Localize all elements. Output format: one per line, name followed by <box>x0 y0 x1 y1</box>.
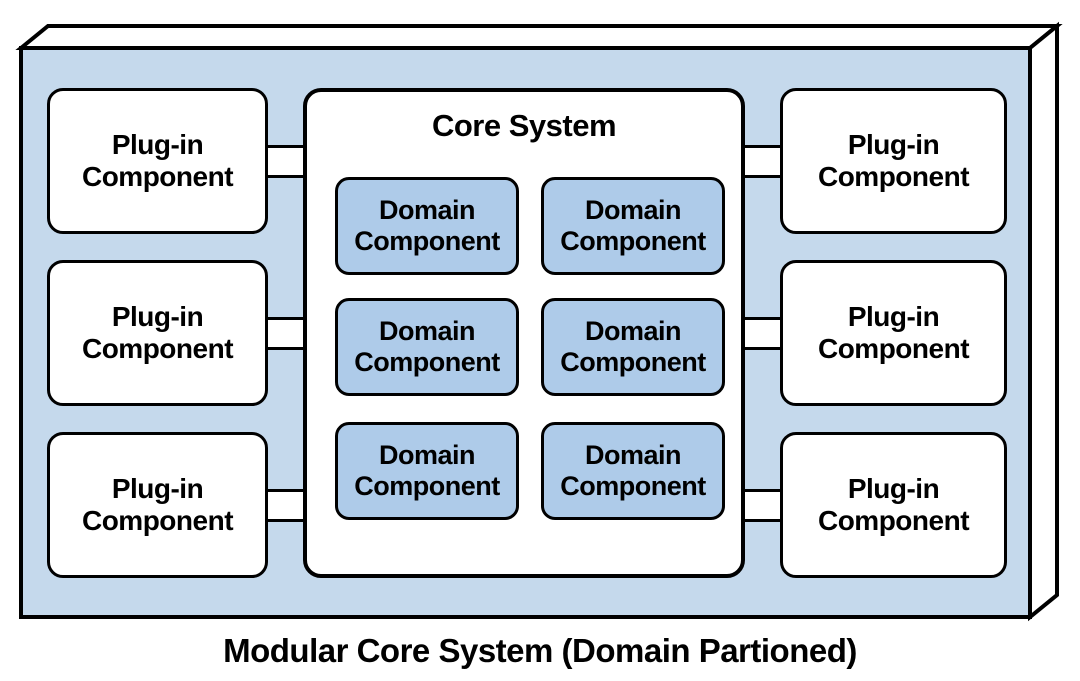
domain-component: Domain Component <box>541 422 725 520</box>
plugin-component-label: Plug-in Component <box>817 472 970 536</box>
connector-left-1 <box>263 145 307 178</box>
domain-component-label: Domain Component <box>354 315 500 377</box>
core-system-title: Core System <box>431 108 617 143</box>
plugin-component-label: Plug-in Component <box>817 300 970 364</box>
plugin-component-right-2: Plug-in Component <box>780 260 1007 406</box>
plugin-component-right-3: Plug-in Component <box>780 432 1007 578</box>
domain-component-label: Domain Component <box>560 315 706 377</box>
connector-left-3 <box>263 489 307 522</box>
domain-component-label: Domain Component <box>560 194 706 256</box>
outer-box-right-face <box>1028 21 1059 622</box>
connector-left-2 <box>263 317 307 350</box>
outer-box-top-face <box>15 24 1063 50</box>
connector-right-3 <box>741 489 785 522</box>
domain-component-label: Domain Component <box>354 439 500 501</box>
plugin-component-label: Plug-in Component <box>81 300 234 364</box>
plugin-component-left-3: Plug-in Component <box>47 432 268 578</box>
domain-component: Domain Component <box>541 298 725 396</box>
plugin-component-right-1: Plug-in Component <box>780 88 1007 234</box>
plugin-component-label: Plug-in Component <box>81 472 234 536</box>
plugin-component-left-1: Plug-in Component <box>47 88 268 234</box>
connector-right-2 <box>741 317 785 350</box>
domain-component-label: Domain Component <box>354 194 500 256</box>
domain-component: Domain Component <box>335 177 519 275</box>
domain-component-label: Domain Component <box>560 439 706 501</box>
diagram-caption: Modular Core System (Domain Partioned) <box>223 632 857 669</box>
plugin-component-label: Plug-in Component <box>81 128 234 192</box>
domain-component: Domain Component <box>541 177 725 275</box>
domain-component: Domain Component <box>335 422 519 520</box>
connector-right-1 <box>741 145 785 178</box>
plugin-component-left-2: Plug-in Component <box>47 260 268 406</box>
domain-component: Domain Component <box>335 298 519 396</box>
plugin-component-label: Plug-in Component <box>817 128 970 192</box>
